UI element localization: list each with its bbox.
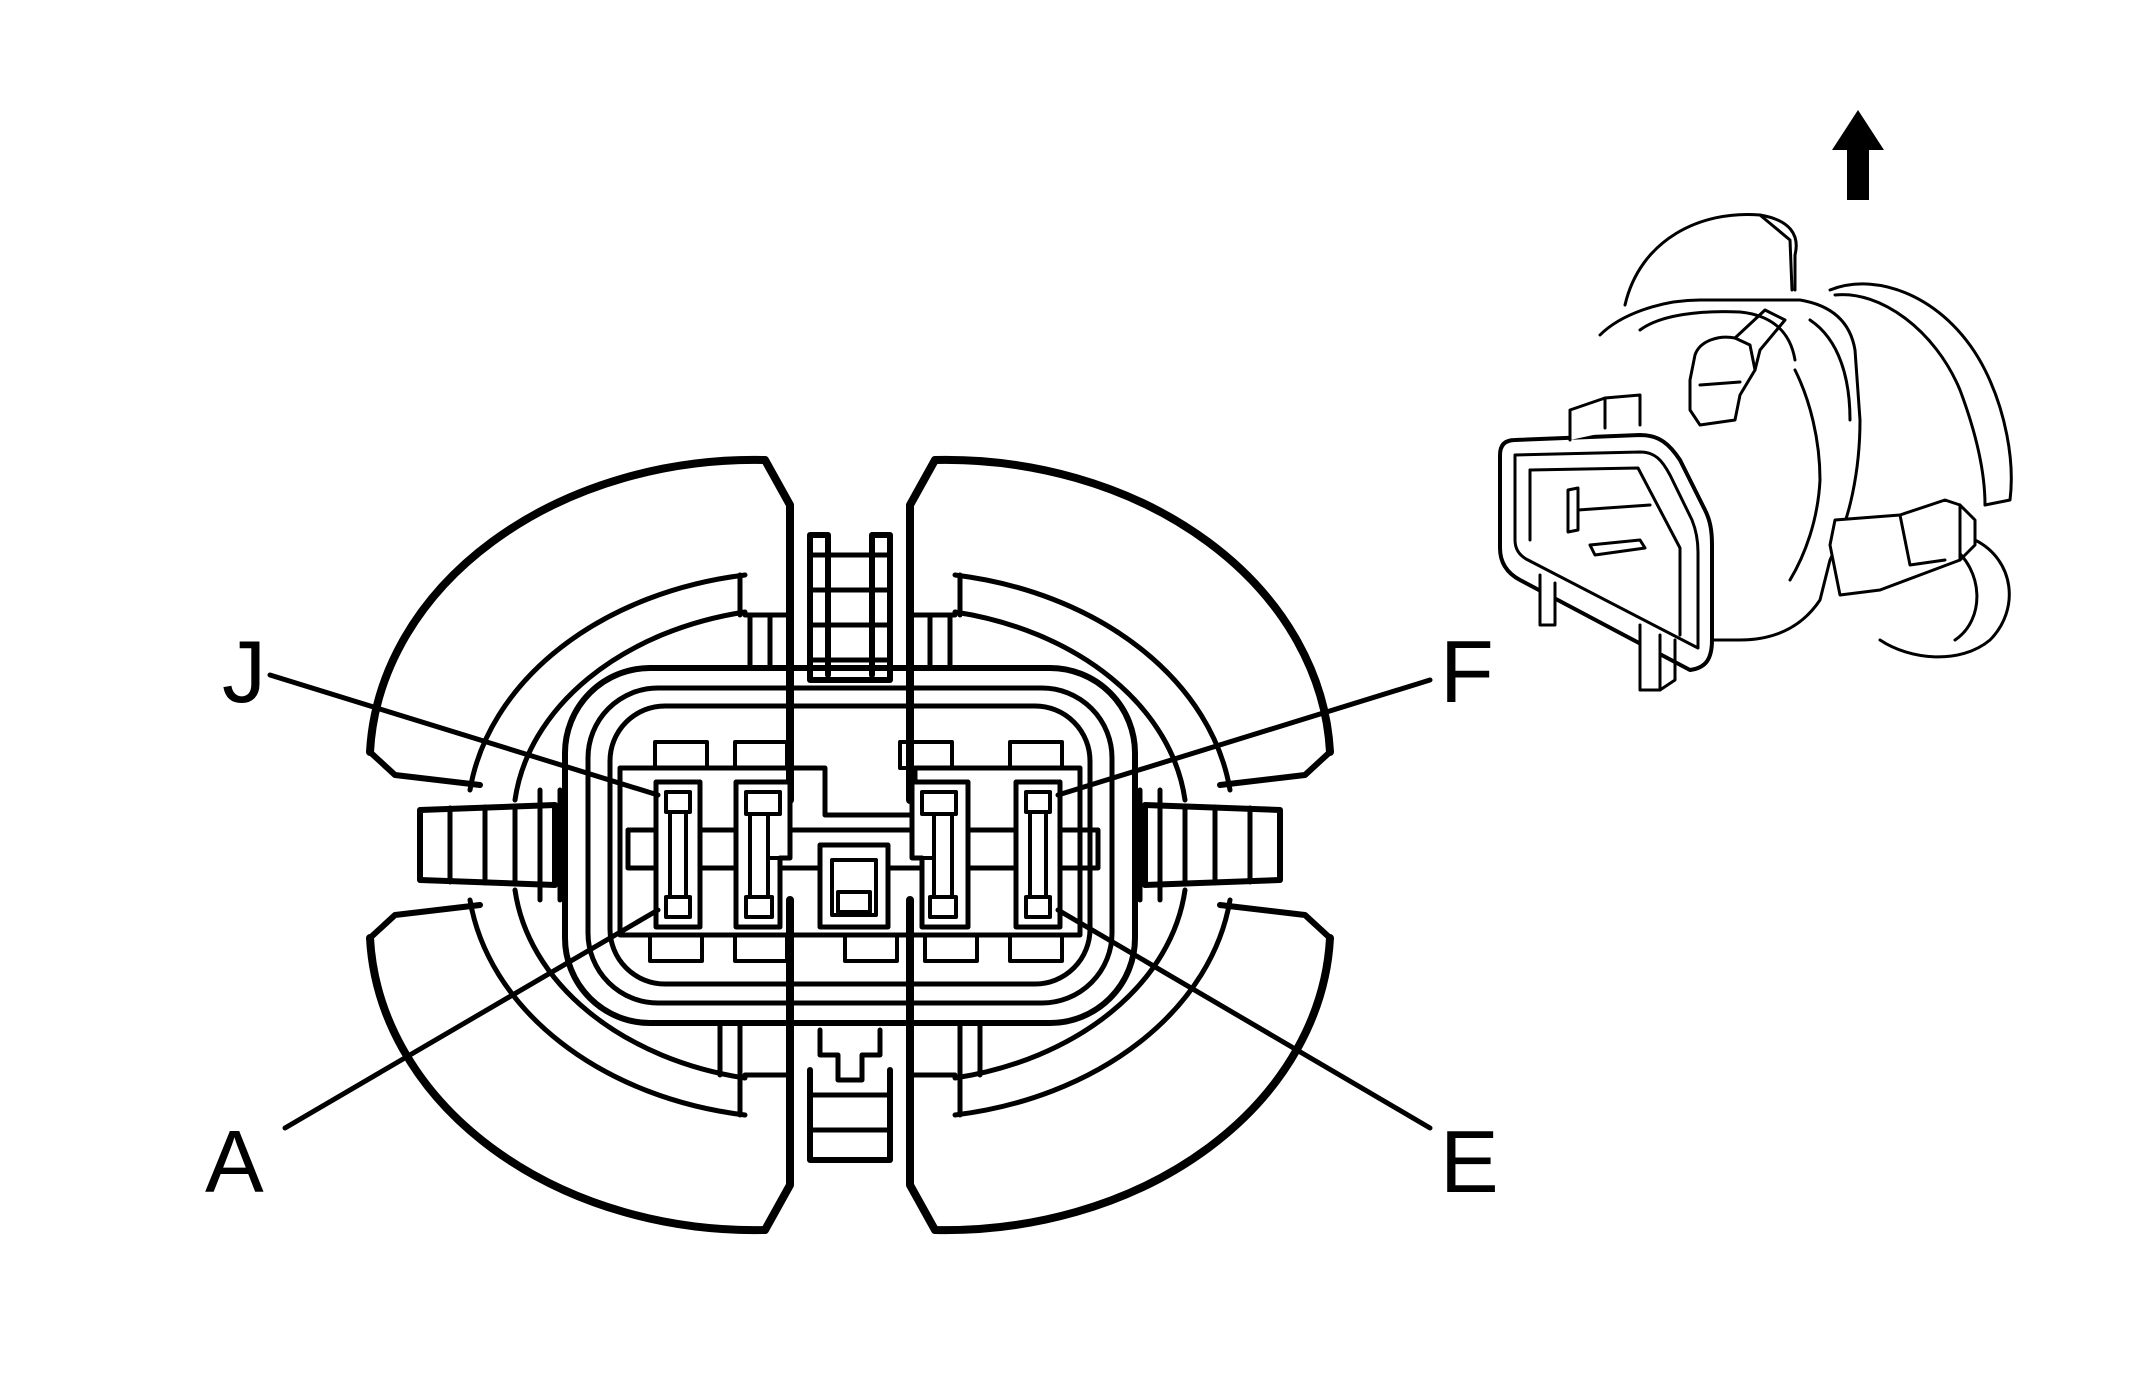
pin-label-f: F [1440,622,1494,721]
terminal-cavity-1 [653,779,703,930]
terminal-cavity-2 [733,779,793,930]
side-latch-right [1142,802,1283,888]
terminal-cavity-5 [1013,779,1063,930]
inner-shroud-rings [467,572,1233,1118]
connector-front-view: J F A E [205,455,1499,1235]
leader-lines [267,672,1433,1131]
pin-label-j: J [222,622,266,721]
locking-tab-bottom [807,1027,893,1163]
outer-shroud [366,455,1334,1235]
terminal-cavities [653,779,1063,930]
leader-line-j [267,672,661,798]
leader-line-e [1055,907,1433,1131]
arrow-up-icon [1832,110,1884,200]
terminal-cavity-4 [909,779,971,930]
pin-label-e: E [1440,1112,1499,1211]
pin-label-a: A [205,1112,264,1211]
terminal-cavity-3 [817,842,891,930]
leader-line-f [1055,677,1433,798]
side-latch-left [417,802,558,888]
connector-isometric-view [1498,212,2013,692]
leader-line-a [282,907,661,1131]
locking-tab-top [807,532,893,683]
